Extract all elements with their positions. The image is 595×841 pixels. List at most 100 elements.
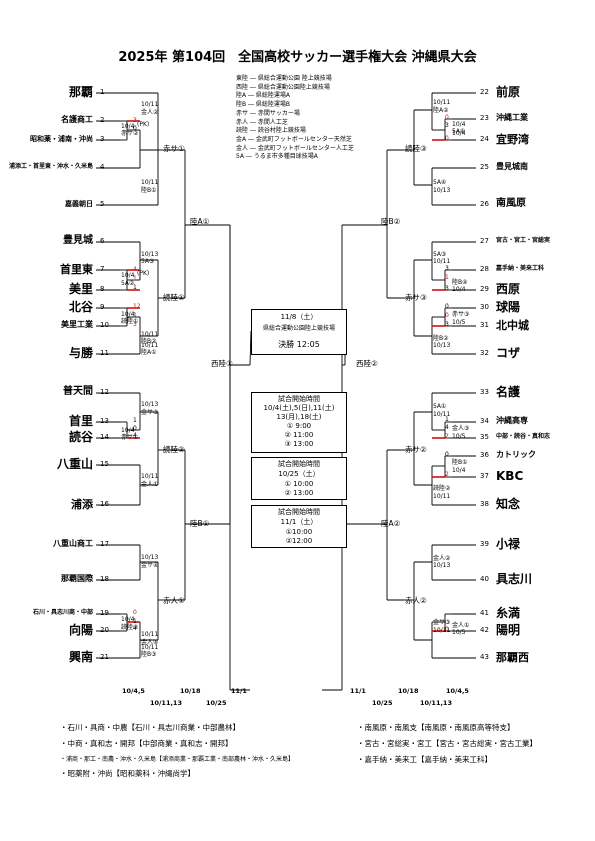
match-label: 10/11: [433, 411, 451, 418]
match-label: 金サ④: [141, 562, 159, 569]
venue-label: 読陸②: [163, 445, 185, 454]
match-label: 10/4: [452, 121, 466, 128]
round-date: 10/18: [180, 687, 201, 695]
round-date: 10/4,5: [122, 687, 145, 695]
team-name: 豊見城: [63, 235, 93, 246]
team-name: 具志川: [496, 572, 533, 586]
team-name: 西原: [496, 282, 521, 296]
team-number: 36: [480, 451, 489, 459]
legend-item: 5A ― うるま市多種目球技場A: [236, 153, 318, 161]
match-label: 10/5: [452, 319, 466, 326]
footnote: ・石川・具商・中農【石川・具志川商業・中部農林】: [60, 723, 240, 732]
team-name: 糸満: [496, 606, 521, 620]
team-name: 那覇: [68, 85, 93, 99]
score: (PK): [137, 270, 150, 277]
legend-item: 金A ― 金武町フットボールセンター天然芝: [236, 135, 352, 143]
final-venue: 県総合運動公園陸上競技場: [262, 325, 335, 332]
score: 0: [133, 125, 137, 132]
footnote: ・中商・真和志・開邦【中部商業・真和志・開邦】: [60, 739, 233, 748]
legend-item: 金人 ― 金武町フットボールセンター人工芝: [236, 144, 354, 152]
team-number: 30: [480, 303, 489, 311]
round-date: 10/4,5: [446, 687, 469, 695]
score: 3: [445, 321, 449, 328]
team-number: 29: [480, 285, 489, 293]
match-label: 5A②: [121, 280, 135, 287]
match-label: 5A①: [433, 403, 447, 410]
team-name: 中部・読谷・真和志: [496, 433, 551, 440]
legend-item: 読陸 ― 読谷村陸上競技場: [236, 127, 306, 135]
match-label: 陸B②: [141, 338, 157, 345]
team-number: 24: [480, 135, 489, 143]
venue-label: 赤人①: [163, 596, 185, 605]
match-label: 陸B①: [141, 187, 157, 194]
team-number: 32: [480, 349, 489, 357]
legend-item: 東陸 ― 県総合運動公園 陸上競技場: [236, 75, 332, 82]
match-label: 赤サ①: [121, 434, 139, 441]
venue-label: 陸A②: [381, 519, 401, 528]
match-label: 5A④: [433, 179, 447, 186]
start-time-3: ③ 13:00: [284, 440, 314, 448]
match-label: 10/4: [452, 130, 466, 137]
team-number: 8: [100, 285, 105, 293]
match-label: 金サ③: [141, 409, 159, 416]
legend-item: 陸B ― 県総陸運場B: [236, 101, 291, 109]
match-label: 10/11: [141, 342, 159, 349]
round-date: 10/25: [372, 699, 393, 707]
score: 4: [445, 424, 449, 431]
start-time-dates: 10/4(土),5(日),11(土): [263, 404, 335, 412]
team-name: 宜野湾: [496, 132, 529, 146]
score: 3: [133, 321, 137, 328]
footnote: ・宮古・宮総実・宮工【宮古・宮古総実・宮古工業】: [357, 739, 537, 748]
score: 0: [445, 135, 449, 142]
venue-label: 読陸①: [163, 293, 185, 302]
match-label: 赤サ②: [121, 130, 139, 137]
team-name: 浦添工・首里東・沖水・久米島: [8, 163, 93, 170]
match-label: 赤サ③: [452, 311, 470, 318]
score: 1: [133, 618, 137, 625]
score: (PK): [137, 121, 150, 128]
match-label: 5A③: [433, 251, 447, 258]
match-label: 5A③: [141, 258, 155, 265]
team-name: 普天間: [63, 386, 93, 397]
match-label: 金人③: [452, 425, 470, 432]
start-time-2: ②12:00: [285, 537, 313, 545]
venue-label: 読陸③: [405, 144, 427, 153]
team-number: 43: [480, 653, 489, 661]
match-label: 10/11: [433, 99, 451, 106]
team-number: 27: [480, 237, 489, 245]
team-name: 石川・具志川商・中部: [32, 609, 93, 616]
match-label: 読陸①: [121, 318, 139, 325]
team-number: 5: [100, 200, 105, 208]
team-name: 那覇国際: [61, 574, 93, 583]
match-label: 10/11: [141, 331, 159, 338]
match-label: 10/4: [452, 467, 466, 474]
score: 3: [445, 265, 449, 272]
team-number: 10: [100, 321, 109, 329]
start-time-dates: 10/25（土）: [278, 470, 320, 478]
team-number: 31: [480, 321, 489, 329]
round-date: 10/11,13: [420, 699, 452, 707]
score: 2: [445, 433, 449, 440]
score: 3: [445, 285, 449, 292]
start-time-2: ② 11:00: [284, 431, 314, 439]
match-label: 陸B④: [452, 279, 468, 286]
team-name: 美里: [68, 282, 93, 296]
score: 1: [445, 274, 449, 281]
team-name: 八重山商工: [53, 539, 93, 548]
team-number: 1: [100, 88, 105, 96]
team-name: 知念: [496, 497, 521, 511]
score: 1: [445, 416, 449, 423]
team-name: KBC: [496, 469, 524, 483]
match-label: 10/11: [141, 644, 159, 651]
score: 0: [445, 312, 449, 319]
score: 1: [133, 275, 137, 282]
team-name: 北中城: [496, 318, 529, 332]
match-label: 読陸②: [433, 485, 451, 492]
team-number: 17: [100, 540, 109, 548]
team-name: 前原: [496, 85, 521, 99]
team-number: 3: [100, 135, 105, 143]
score: 0: [445, 303, 449, 310]
start-time-heading: 試合開始時間: [278, 460, 320, 468]
team-number: 15: [100, 460, 109, 468]
